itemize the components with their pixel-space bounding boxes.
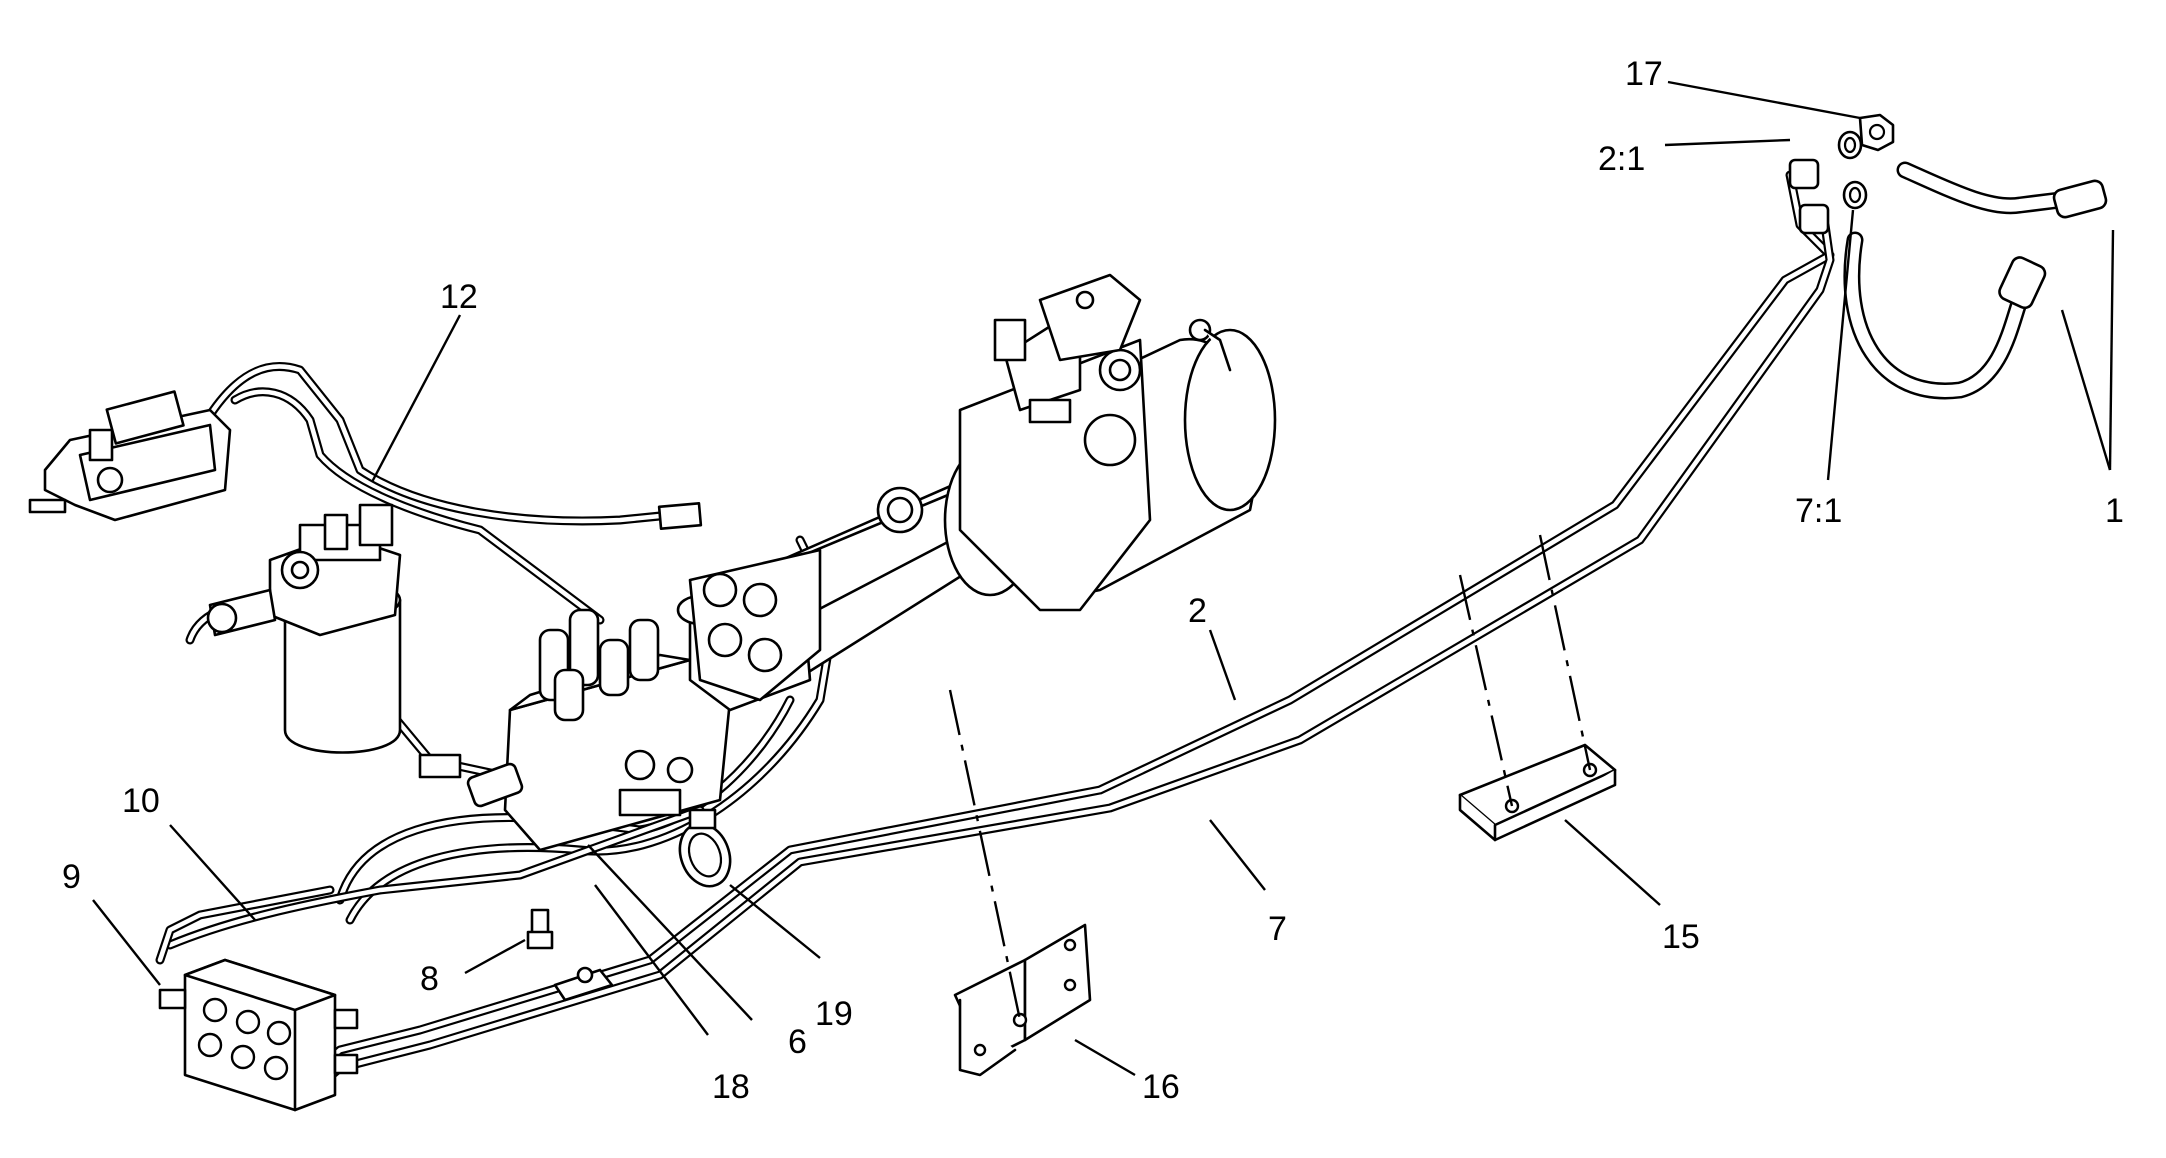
- callout-1: 1: [2105, 492, 2124, 530]
- hose-12: [205, 362, 703, 625]
- callout-19: 19: [815, 995, 853, 1033]
- callout-7: 7: [1268, 910, 1287, 948]
- callout-15: 15: [1662, 918, 1700, 956]
- plate-15: [1458, 743, 1617, 842]
- callout-2: 2: [1188, 592, 1207, 630]
- callout-6: 6: [788, 1023, 807, 1061]
- port-block: [688, 548, 822, 702]
- callout-labels: 17 2:1 12 7:1 1 2 10 9 7 15 8 19 6 18 16: [62, 55, 2124, 1106]
- distribution-block: [158, 958, 359, 1112]
- callout-18: 18: [712, 1068, 750, 1106]
- callout-9: 9: [62, 858, 81, 896]
- callout-12: 12: [440, 278, 478, 316]
- callout-10: 10: [122, 782, 160, 820]
- bracket-16: [953, 923, 1092, 1077]
- fitting-8: [526, 908, 614, 1002]
- master-cylinder: [28, 390, 232, 522]
- upper-right-fittings: [1788, 113, 2108, 400]
- callout-8: 8: [420, 960, 439, 998]
- callout-16: 16: [1142, 1068, 1180, 1106]
- callout-7-1: 7:1: [1795, 492, 1842, 530]
- oil-filter: [206, 503, 402, 754]
- clamp-19: [678, 808, 732, 888]
- control-valve-block: [418, 608, 732, 852]
- hydraulic-line-2-and-7: [305, 170, 1835, 1090]
- callout-17: 17: [1625, 55, 1663, 93]
- mounting-centerlines: [948, 534, 1592, 1021]
- leader-lines: [92, 80, 2115, 1077]
- callout-2-1: 2:1: [1598, 140, 1645, 178]
